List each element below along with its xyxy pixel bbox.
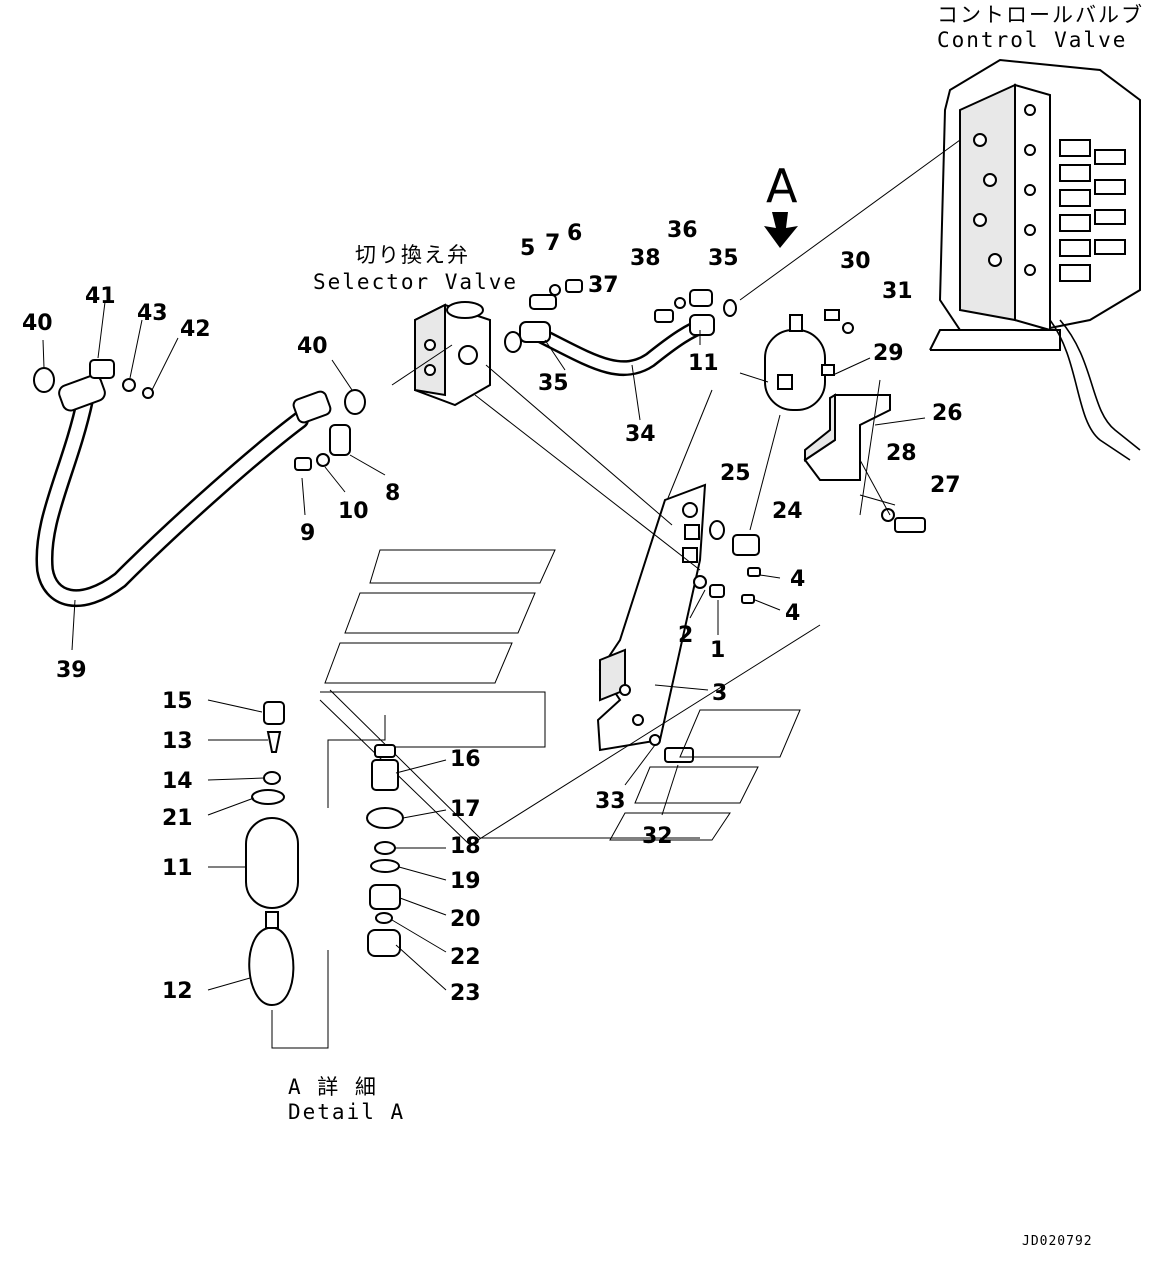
callout-7: 7 — [545, 231, 560, 256]
control-valve-en-caption: Control Valve — [937, 28, 1127, 52]
detail-a-jp-caption: A 詳 細 — [288, 1075, 378, 1099]
callout-40b: 40 — [297, 334, 328, 359]
accumulator — [764, 309, 854, 411]
callout-23: 23 — [450, 981, 481, 1006]
callout-32: 32 — [642, 824, 673, 849]
background-panels — [319, 379, 881, 846]
callout-4: 4 — [790, 567, 805, 592]
callout-22: 22 — [450, 945, 481, 970]
callout-31: 31 — [882, 279, 913, 304]
callout-37: 37 — [588, 273, 619, 298]
callout-16: 16 — [450, 747, 481, 772]
callout-41: 41 — [85, 284, 116, 309]
callout-38: 38 — [630, 246, 661, 271]
callout-42: 42 — [180, 317, 211, 342]
callout-2: 2 — [678, 623, 693, 648]
callout-13: 13 — [162, 729, 193, 754]
callouts: 1 2 3 4 4 5 6 7 8 9 10 11 11 12 13 14 15… — [22, 218, 963, 1006]
callout-36: 36 — [667, 218, 698, 243]
callout-39: 39 — [56, 658, 87, 683]
view-arrow-label: A — [766, 159, 798, 213]
plate-fittings — [649, 508, 926, 763]
leader-lines — [42, 139, 961, 816]
hose-34 — [519, 314, 715, 377]
selector-valve-jp-caption: 切り換え弁 — [355, 243, 470, 267]
callout-15: 15 — [162, 689, 193, 714]
callout-25: 25 — [720, 461, 751, 486]
selector-valve — [414, 301, 491, 407]
callout-10: 10 — [338, 499, 369, 524]
callout-35: 35 — [538, 371, 569, 396]
callout-30: 30 — [840, 249, 871, 274]
drawing-reference: JD020792 — [1022, 1234, 1093, 1249]
detail-a-parts — [245, 701, 404, 1049]
callout-34: 34 — [625, 422, 656, 447]
callout-28: 28 — [886, 441, 917, 466]
bracket-26 — [803, 393, 891, 481]
callout-17: 17 — [450, 797, 481, 822]
control-valve — [929, 58, 1141, 461]
callout-14: 14 — [162, 769, 193, 794]
callout-33: 33 — [595, 789, 626, 814]
mounting-plate-3 — [596, 483, 707, 752]
callout-27: 27 — [930, 473, 961, 498]
callout-12: 12 — [162, 979, 193, 1004]
callout-11: 11 — [688, 351, 719, 376]
fittings — [33, 279, 737, 471]
callout-18: 18 — [450, 834, 481, 859]
callout-24: 24 — [772, 499, 803, 524]
callout-19: 19 — [450, 869, 481, 894]
down-arrow-icon — [764, 212, 798, 248]
callout-11-detail: 11 — [162, 856, 193, 881]
callout-5: 5 — [520, 236, 535, 261]
callout-3: 3 — [712, 681, 727, 706]
detail-a-en-caption: Detail A — [288, 1100, 405, 1124]
callout-43: 43 — [137, 301, 168, 326]
view-arrow-a: A — [764, 159, 798, 248]
callout-29: 29 — [873, 341, 904, 366]
callout-6: 6 — [567, 221, 582, 246]
callout-40: 40 — [22, 311, 53, 336]
callout-9: 9 — [300, 521, 315, 546]
callout-8: 8 — [385, 481, 400, 506]
selector-valve-en-caption: Selector Valve — [313, 270, 518, 294]
control-valve-jp-caption: コントロールバルブ — [937, 3, 1144, 27]
callout-1: 1 — [710, 638, 725, 663]
hose-39 — [35, 374, 332, 607]
callout-21: 21 — [162, 806, 193, 831]
callout-35b: 35 — [708, 246, 739, 271]
detail-a-leaders — [207, 699, 447, 991]
callout-20: 20 — [450, 907, 481, 932]
callout-26: 26 — [932, 401, 963, 426]
callout-4b: 4 — [785, 601, 800, 626]
